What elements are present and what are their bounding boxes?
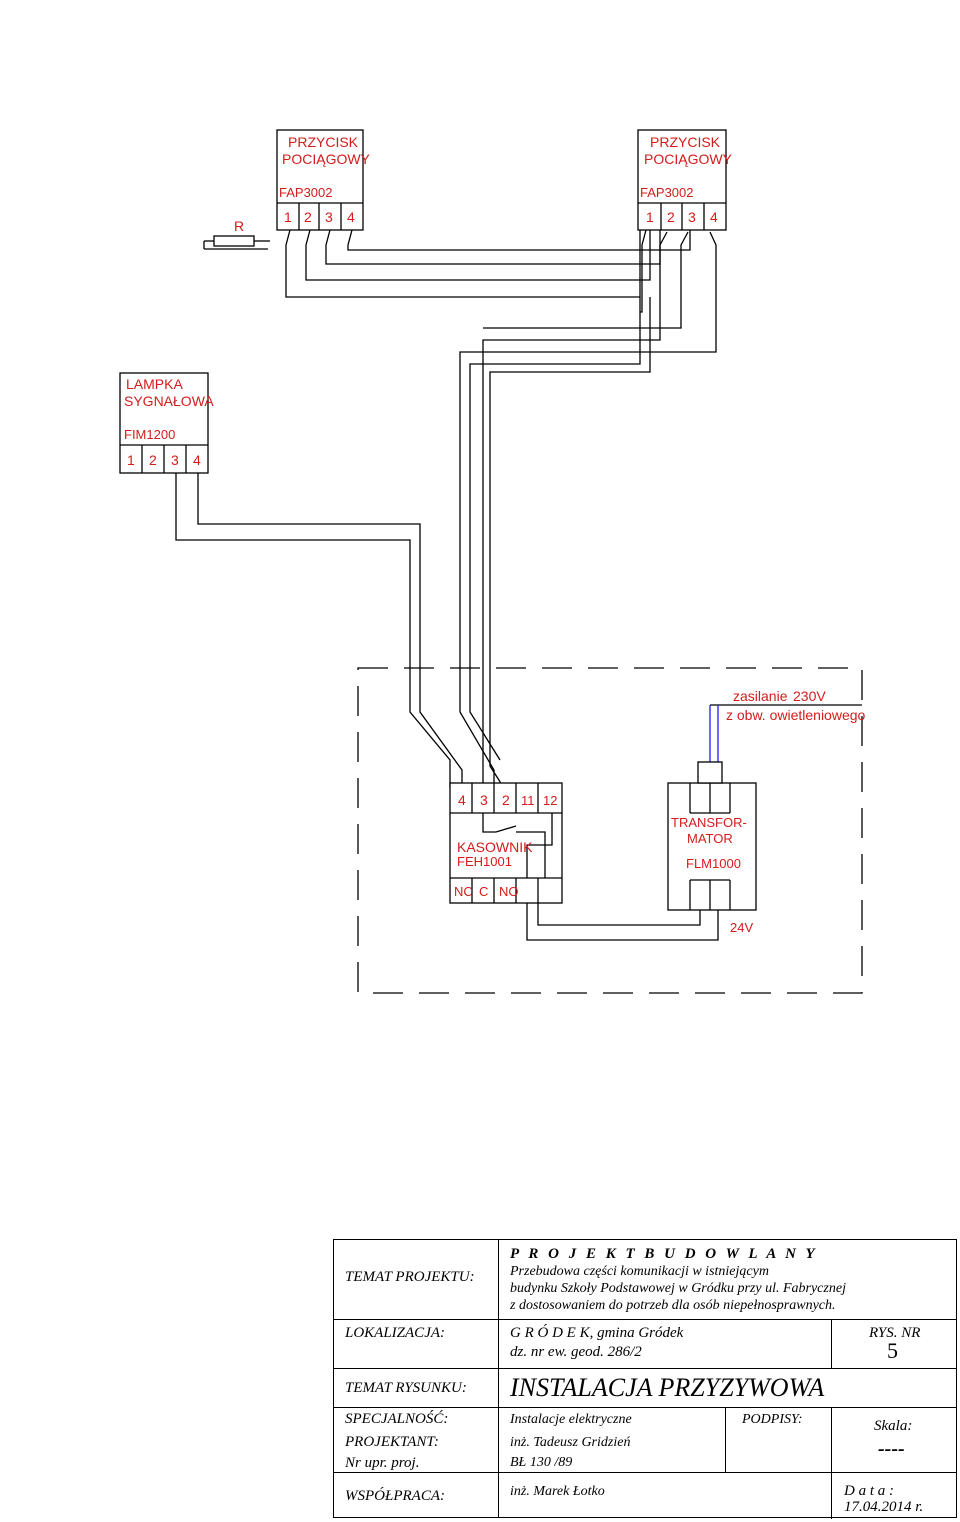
button1-terminal-3: 3: [325, 209, 333, 225]
button2-terminal-3: 3: [688, 209, 696, 225]
reset-top-terminal-11: 11: [521, 793, 535, 808]
wires-button1: [285, 229, 691, 298]
button2-title2: POCIĄGOWY: [644, 151, 733, 167]
button1-model: FAP3002: [279, 185, 333, 200]
project-header: P R O J E K T B U D O W L A N Y: [510, 1246, 818, 1262]
supply-line1b: 230V: [793, 688, 826, 704]
reset-top-terminal-4: 4: [458, 792, 466, 808]
lokalizacja-value-1: G R Ó D E K, gmina Gródek: [510, 1325, 684, 1341]
lamp-terminal-3: 3: [171, 452, 179, 468]
enclosure-dashed: [357, 667, 863, 994]
button1-terminal-1: 1: [284, 209, 292, 225]
button1-terminal-4: 4: [347, 209, 355, 225]
signal-lamp: LAMPKA SYGNAŁOWA FIM1200 1 2 3 4: [119, 372, 214, 474]
lamp-terminal-2: 2: [149, 452, 157, 468]
temat-rysunku-label: TEMAT RYSUNKU:: [345, 1380, 467, 1396]
button1-title2: POCIĄGOWY: [282, 151, 371, 167]
rys-value: 5: [887, 1338, 898, 1363]
rys-label: RYS. NR: [869, 1325, 921, 1341]
lamp-model: FIM1200: [124, 427, 175, 442]
wires-button2: [459, 229, 717, 789]
lamp-terminal-1: 1: [127, 452, 135, 468]
lamp-terminal-4: 4: [193, 452, 201, 468]
transformer-output: 24V: [730, 920, 753, 935]
call-button-2: PRZYCISK POCIĄGOWY FAP3002 1 2 3 4: [637, 129, 733, 231]
reset-top-terminal-12: 12: [543, 793, 557, 808]
specjalnosc-value: Instalacje elektryczne: [510, 1412, 632, 1427]
nr-upr-value: BŁ 130 /89: [510, 1455, 573, 1470]
button2-terminal-4: 4: [710, 209, 718, 225]
wspolpraca-value: inż. Marek Łotko: [510, 1484, 605, 1499]
reset-title: KASOWNIK: [457, 839, 533, 855]
temat-projektu-label: TEMAT PROJEKTU:: [345, 1269, 475, 1285]
projektant-label: PROJEKTANT:: [345, 1434, 439, 1450]
transformer: TRANSFOR- MATOR FLM1000 24V: [667, 761, 757, 935]
reset-terminal-nc: NC: [454, 884, 473, 899]
resistor: R: [203, 218, 270, 250]
reset-top-terminal-3: 3: [480, 792, 488, 808]
button2-title1: PRZYCISK: [650, 134, 721, 150]
reset-unit: 4 3 2 11 12 KASOWNIK FEH1001 NC C NO: [449, 782, 563, 904]
podpisy-label: PODPISY:: [742, 1412, 803, 1427]
reset-model: FEH1001: [457, 854, 512, 869]
lokalizacja-value-2: dz. nr ew. geod. 286/2: [510, 1344, 642, 1360]
projektant-value: inż. Tadeusz Gridzień: [510, 1435, 631, 1450]
data-value: 17.04.2014 r.: [844, 1499, 924, 1515]
lokalizacja-label: LOKALIZACJA:: [345, 1325, 446, 1341]
reset-top-terminal-2: 2: [502, 792, 510, 808]
transformer-title1: TRANSFOR-: [671, 815, 747, 830]
nr-upr-label: Nr upr. proj.: [345, 1455, 420, 1471]
button2-model: FAP3002: [640, 185, 694, 200]
reset-terminal-no: NO: [499, 884, 519, 899]
button1-title1: PRZYCISK: [288, 134, 359, 150]
supply-line1a: zasilanie: [733, 688, 788, 704]
title-block: TEMAT PROJEKTU: P R O J E K T B U D O W …: [333, 1239, 957, 1519]
wiring-diagram: PRZYCISK POCIĄGOWY FAP3002 1 2 3 4 R PRZ…: [119, 129, 866, 994]
lamp-title1: LAMPKA: [126, 376, 183, 392]
transformer-title2: MATOR: [687, 831, 733, 846]
project-desc-1: Przebudowa części komunikacji w istnieją…: [510, 1264, 769, 1279]
wires-lamp: [175, 473, 463, 788]
lamp-title2: SYGNAŁOWA: [124, 393, 214, 409]
button1-terminal-2: 2: [304, 209, 312, 225]
button2-terminal-1: 1: [646, 209, 654, 225]
supply: zasilanie 230V z obw. owietleniowego: [709, 688, 866, 762]
wspolpraca-label: WSPÓŁPRACA:: [345, 1488, 445, 1504]
data-label: D a t a :: [844, 1483, 894, 1499]
temat-rysunku-value: INSTALACJA PRZYZYWOWA: [510, 1373, 825, 1402]
skala-value: ----: [878, 1438, 905, 1460]
transformer-model: FLM1000: [686, 856, 741, 871]
wires-reset-transformer: [526, 903, 719, 941]
project-desc-2: budynku Szkoły Podstawowej w Gródku przy…: [510, 1281, 846, 1296]
supply-line2: z obw. owietleniowego: [726, 707, 866, 723]
resistor-label: R: [234, 218, 244, 234]
call-button-1: PRZYCISK POCIĄGOWY FAP3002 1 2 3 4: [276, 129, 371, 231]
reset-terminal-c: C: [479, 884, 488, 899]
project-desc-3: z dostosowaniem do potrzeb dla osób niep…: [510, 1298, 836, 1313]
specjalnosc-label: SPECJALNOŚĆ:: [345, 1411, 449, 1427]
skala-label: Skala:: [874, 1418, 913, 1434]
button2-terminal-2: 2: [667, 209, 675, 225]
